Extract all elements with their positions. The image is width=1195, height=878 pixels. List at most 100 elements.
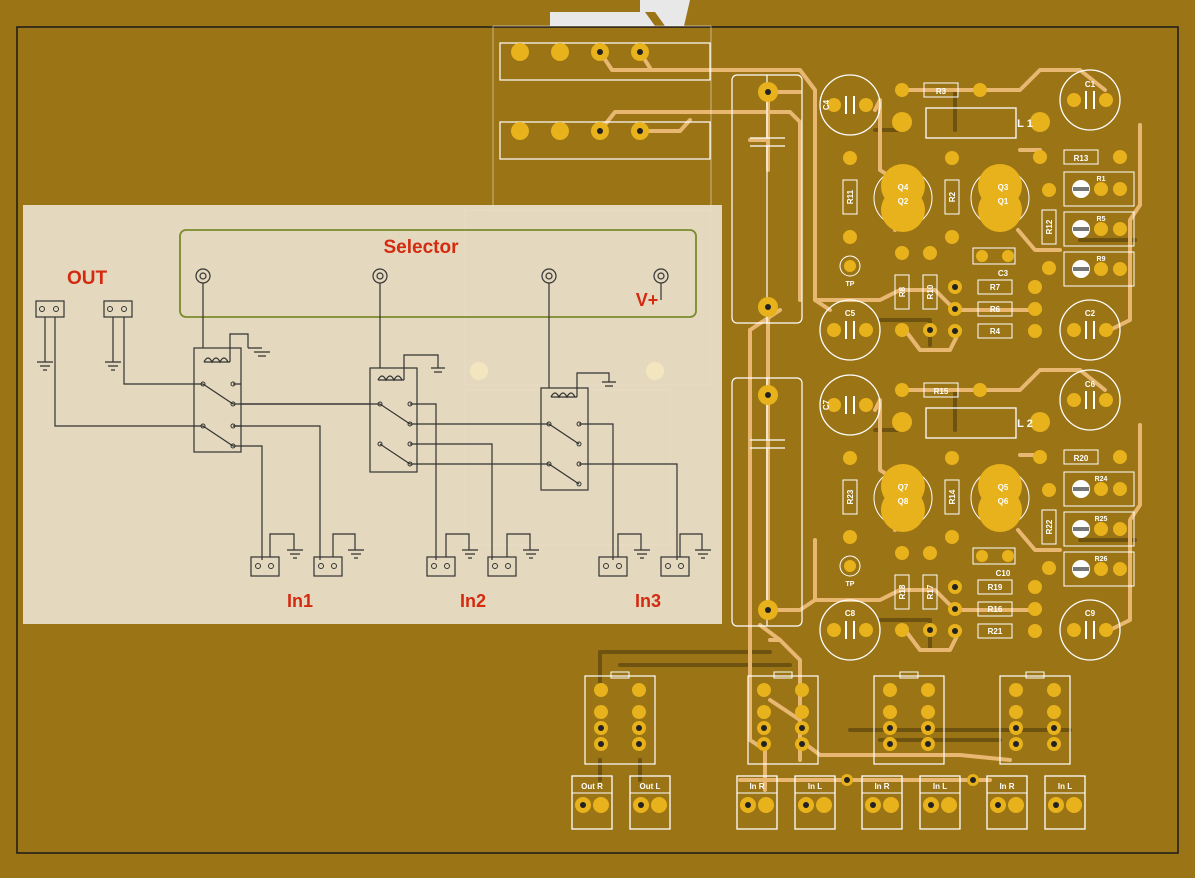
relay-pad (883, 705, 897, 719)
resistor-outline (977, 579, 1013, 595)
relay-footprint (584, 675, 656, 765)
resistor-label: R2 (948, 191, 957, 202)
relay-pad-hole (761, 741, 767, 747)
trimmer-pad (1094, 562, 1108, 576)
relay-pad (1009, 705, 1023, 719)
resistor-label: R15 (934, 387, 949, 396)
relay-footprint (873, 675, 945, 765)
io-connector-pad (883, 797, 899, 813)
relay-notch (899, 671, 919, 679)
resistor-label: R8 (898, 286, 907, 297)
io-connector-label: In L (933, 782, 947, 791)
relay-footprint (999, 675, 1071, 765)
resistor-outline (842, 479, 858, 515)
io-connector-pad (1008, 797, 1024, 813)
io-connector-outline (861, 775, 903, 830)
testpoint-pad (844, 560, 856, 572)
resistor-pad (1028, 302, 1042, 316)
io-connector-outline (571, 775, 613, 830)
trimmer-label: R26 (1095, 556, 1108, 563)
cap-top-symbol (750, 75, 785, 323)
relay-pad (757, 683, 771, 697)
via-hole (970, 777, 976, 783)
trimmer-outline (1063, 251, 1135, 287)
cap-lead-pad (1067, 623, 1081, 637)
resistor-label: R20 (1074, 454, 1089, 463)
pads-layer (511, 43, 1127, 813)
relay-pad-hole (761, 725, 767, 731)
resistor-pad-hole (952, 306, 958, 312)
resistor-outline (922, 274, 938, 310)
top-cutout (550, 0, 690, 26)
resistor-pad (843, 151, 857, 165)
resistor-label: R3 (936, 87, 947, 96)
io-connector-pad-hole (928, 802, 934, 808)
capacitor-label: C10 (996, 569, 1011, 578)
resistor-pad-hole (952, 284, 958, 290)
resistor-pad (1042, 183, 1056, 197)
capacitor-outline (1059, 299, 1121, 361)
resistor-label: R13 (1074, 154, 1089, 163)
resistor-pad (1028, 602, 1042, 616)
resistor-label: R18 (898, 584, 907, 599)
resistor-pad (945, 451, 959, 465)
schematic-background (23, 205, 722, 624)
relay-pad (632, 705, 646, 719)
resistor-pad-hole (952, 584, 958, 590)
relay-pad-hole (598, 725, 604, 731)
resistor-outline (944, 479, 960, 515)
trimmer-slot (1073, 187, 1089, 191)
resistor-outline (977, 301, 1013, 317)
trimmer-slot (1073, 567, 1089, 571)
capacitor-label: C1 (1085, 80, 1096, 89)
resistor-outline (1041, 209, 1057, 245)
transistor-pad (978, 488, 1022, 532)
relay-pad-hole (636, 725, 642, 731)
io-connector-outline (1044, 775, 1086, 830)
io-connector-pad-hole (995, 802, 1001, 808)
inductor-label: L 2 (1017, 418, 1033, 430)
testpoint-pad (844, 260, 856, 272)
trimmer-outline (1063, 551, 1135, 587)
inductor-outline (925, 107, 1017, 139)
cap-lead-pad (1099, 93, 1113, 107)
top-connector-2-outline (499, 121, 711, 160)
capacitor-outline (819, 74, 881, 136)
trimmer-slot (1073, 487, 1089, 491)
resistor-pad (1028, 624, 1042, 638)
resistor-label: R11 (846, 189, 855, 204)
amp-component-outlines (819, 69, 1135, 661)
testpoint-outline (839, 555, 861, 577)
resistor-pad (1042, 483, 1056, 497)
io-connector-outline (736, 775, 778, 830)
resistor-pad-hole (927, 327, 933, 333)
relay-pad-hole (799, 741, 805, 747)
resistor-pad (843, 451, 857, 465)
relay-footprint (747, 675, 819, 765)
trimmer-pad (1094, 222, 1108, 236)
resistor-pad-hole (927, 627, 933, 633)
capacitor-outline (819, 299, 881, 361)
cap-bottom-symbol (750, 378, 785, 626)
resistor-outline (1063, 149, 1099, 165)
transistor-label: Q3 (998, 183, 1009, 192)
via-hole (844, 777, 850, 783)
film-cap-outline (972, 247, 1016, 265)
schematic-wiring (35, 268, 711, 577)
cap-lead-pad (1099, 393, 1113, 407)
resistor-label: R22 (1045, 519, 1054, 534)
cap-lead-pad (1067, 393, 1081, 407)
relay-pad-hole (636, 741, 642, 747)
transistor-label: Q6 (998, 497, 1009, 506)
cap-lead-pad (1067, 93, 1081, 107)
capacitor-symbol (1085, 621, 1095, 639)
cap-lead-pad (827, 98, 841, 112)
resistor-pad (945, 230, 959, 244)
trimmer-pad (1094, 522, 1108, 536)
resistor-pad (923, 546, 937, 560)
trimmer-label: R24 (1095, 476, 1108, 483)
resistor-pad (1113, 150, 1127, 164)
trimmer-slot (1073, 527, 1089, 531)
